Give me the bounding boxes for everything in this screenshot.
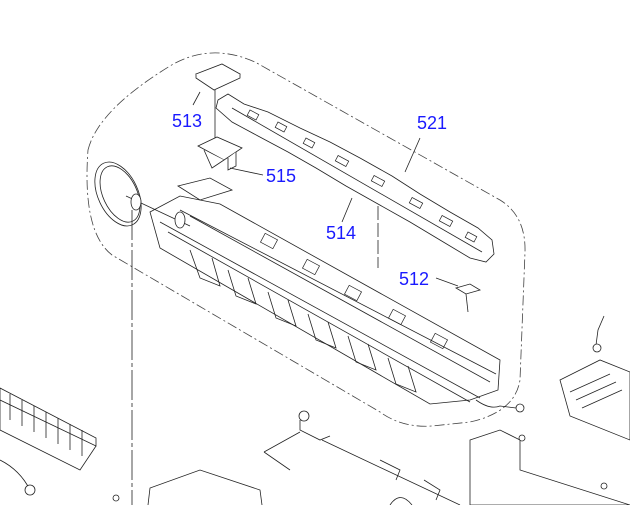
part-label-512: 512 [399, 269, 429, 289]
leader-515 [229, 167, 264, 176]
lower-left-part [0, 387, 97, 496]
leader-514 [341, 197, 353, 223]
part-521-plate [215, 93, 495, 263]
part-label-515: 515 [266, 166, 296, 186]
main-frame-assembly [149, 177, 501, 405]
leader-512 [435, 277, 459, 287]
gear-disc [94, 161, 191, 229]
part-label-514: 514 [326, 223, 356, 243]
part-512 [455, 283, 481, 313]
assembly-boundary [86, 52, 526, 427]
lower-center-part [147, 410, 461, 505]
leader-513 [192, 91, 201, 106]
leader-521 [404, 137, 421, 173]
part-label-521: 521 [417, 113, 447, 133]
part-513 [195, 63, 241, 91]
lower-right-part [112, 315, 630, 505]
part-label-513: 513 [172, 111, 202, 131]
part-515 [197, 136, 243, 171]
